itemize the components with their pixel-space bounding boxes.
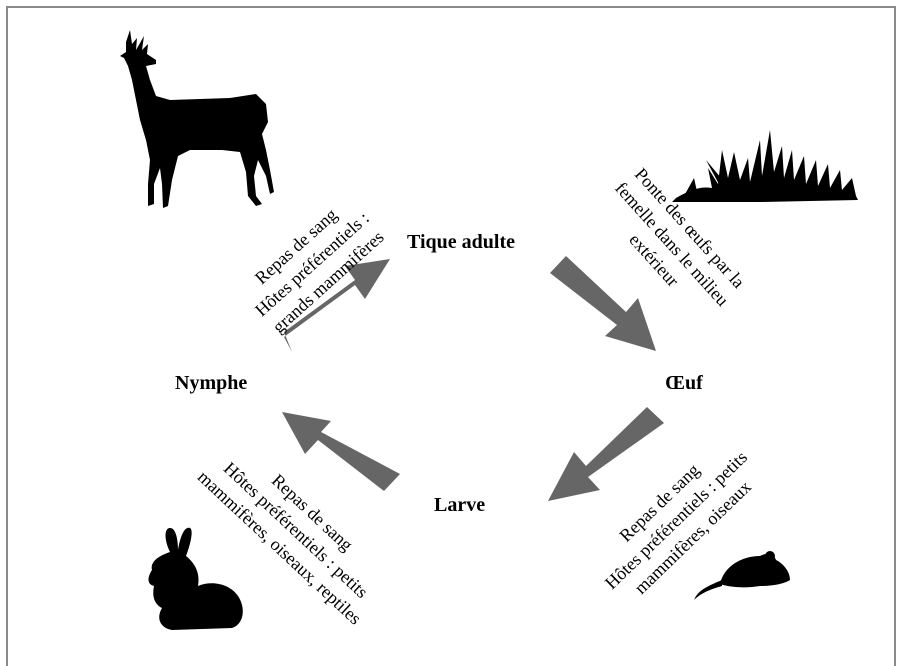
grass-icon xyxy=(672,130,858,202)
rabbit-icon xyxy=(148,527,243,630)
mouse-icon xyxy=(694,551,790,600)
figure-frame xyxy=(6,6,896,666)
arrow-larva-to-nymph xyxy=(282,412,400,491)
arrow-nymph-to-adult xyxy=(284,259,390,352)
stage-egg-label: Œuf xyxy=(665,372,703,394)
stage-nymph-label: Nymphe xyxy=(175,372,248,394)
stage-larva-label: Larve xyxy=(434,494,486,516)
arrow-adult-to-egg xyxy=(550,256,656,351)
arrow-egg-to-larva xyxy=(548,407,664,501)
stage-adult-label: Tique adulte xyxy=(407,231,515,253)
deer-icon xyxy=(120,30,274,208)
